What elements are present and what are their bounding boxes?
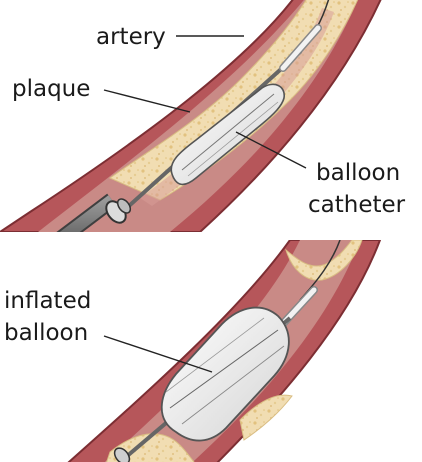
plaque-bottom-mid	[239, 394, 293, 441]
leader-inflated-balloon	[103, 335, 213, 373]
label-balloon-catheter-2: catheter	[308, 192, 406, 218]
label-inflated-balloon-1: inflated	[4, 288, 91, 314]
labels: artery plaque balloon catheter inflated …	[4, 24, 406, 373]
label-balloon-catheter-1: balloon	[316, 160, 400, 186]
inflated-balloon	[160, 306, 290, 442]
catheter-hub-top	[56, 193, 132, 232]
label-artery: artery	[96, 24, 166, 50]
leader-plaque	[103, 89, 191, 113]
top-panel	[0, 0, 382, 232]
label-plaque: plaque	[12, 76, 90, 102]
bottom-panel	[67, 240, 382, 462]
label-inflated-balloon-2: balloon	[4, 320, 88, 346]
leader-balloon-catheter	[235, 131, 307, 169]
catheter-hub-bottom	[113, 447, 131, 462]
plaque-bottom-upper	[285, 240, 363, 281]
